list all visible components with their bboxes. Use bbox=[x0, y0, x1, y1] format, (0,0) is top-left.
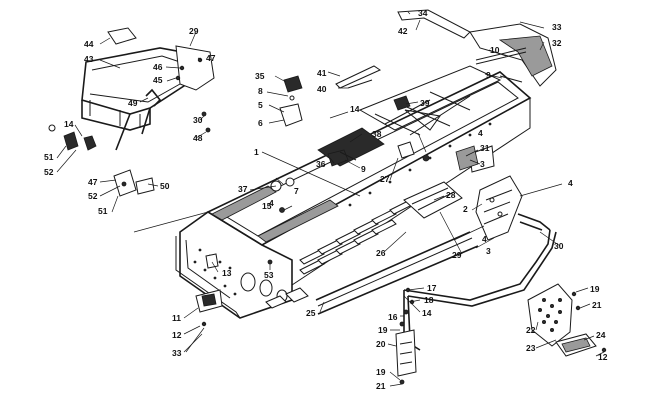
callout-8: 8 bbox=[258, 86, 263, 96]
callout-39: 39 bbox=[420, 98, 430, 108]
callout-51: 51 bbox=[44, 152, 54, 162]
running-board-rail bbox=[315, 231, 479, 315]
callout-6: 6 bbox=[258, 118, 263, 128]
callout-30: 30 bbox=[554, 241, 564, 251]
chassis-tunnel bbox=[175, 65, 532, 319]
callout-26: 26 bbox=[376, 248, 386, 258]
callout-3: 3 bbox=[480, 159, 485, 169]
callout-46: 46 bbox=[153, 62, 163, 72]
callout-19: 19 bbox=[378, 325, 388, 335]
callout-32: 32 bbox=[552, 38, 562, 48]
callout-40: 40 bbox=[317, 84, 327, 94]
callout-43: 43 bbox=[84, 54, 94, 64]
hardware-parts bbox=[48, 57, 607, 385]
callout-30: 30 bbox=[193, 115, 203, 125]
callout-36: 36 bbox=[316, 159, 326, 169]
callout-28: 28 bbox=[446, 190, 456, 200]
callout-49: 49 bbox=[128, 98, 138, 108]
heat-shield bbox=[403, 181, 463, 219]
rear-flap bbox=[397, 9, 557, 87]
callout-15: 15 bbox=[262, 201, 272, 211]
callout-45: 45 bbox=[153, 75, 163, 85]
callout-53: 53 bbox=[264, 270, 274, 280]
callout-12: 12 bbox=[172, 330, 182, 340]
callout-47: 47 bbox=[88, 177, 98, 187]
callout-4: 4 bbox=[568, 178, 573, 188]
callout-12: 12 bbox=[598, 352, 608, 362]
callout-50: 50 bbox=[160, 181, 170, 191]
callout-22: 22 bbox=[526, 325, 536, 335]
callout-20: 20 bbox=[376, 339, 386, 349]
callout-29: 29 bbox=[189, 26, 199, 36]
callout-4: 4 bbox=[478, 128, 483, 138]
callout-9: 9 bbox=[486, 70, 491, 80]
callout-38: 38 bbox=[372, 129, 382, 139]
callout-21: 21 bbox=[376, 381, 386, 391]
callout-29: 29 bbox=[452, 250, 462, 260]
callout-17: 17 bbox=[427, 283, 437, 293]
callout-16: 16 bbox=[388, 312, 398, 322]
callout-14: 14 bbox=[422, 308, 432, 318]
callout-18: 18 bbox=[424, 295, 434, 305]
callout-52: 52 bbox=[44, 167, 54, 177]
callout-47: 47 bbox=[206, 53, 216, 63]
callout-42: 42 bbox=[398, 26, 408, 36]
callout-11: 11 bbox=[172, 313, 181, 323]
callout-19: 19 bbox=[376, 367, 386, 377]
callout-37: 37 bbox=[238, 184, 248, 194]
callout-24: 24 bbox=[596, 330, 606, 340]
callout-48: 48 bbox=[193, 133, 203, 143]
callout-31: 31 bbox=[480, 143, 490, 153]
callout-13: 13 bbox=[222, 268, 232, 278]
callout-1: 1 bbox=[254, 147, 259, 157]
seat-rack bbox=[81, 27, 215, 151]
callout-25: 25 bbox=[306, 308, 316, 318]
callout-34: 34 bbox=[418, 8, 428, 18]
callout-19: 19 bbox=[590, 284, 600, 294]
callout-33: 33 bbox=[172, 348, 182, 358]
callout-52: 52 bbox=[88, 191, 98, 201]
rear-bracket bbox=[422, 145, 523, 241]
callout-44: 44 bbox=[84, 39, 94, 49]
callout-10: 10 bbox=[490, 45, 500, 55]
callout-21: 21 bbox=[592, 300, 602, 310]
callout-4: 4 bbox=[482, 234, 487, 244]
callout-labels: 1 2 3 3 4 4 4 4 5 6 7 8 9 9 10 11 12 12 … bbox=[44, 8, 608, 391]
callout-41: 41 bbox=[317, 68, 327, 78]
leader-lines bbox=[56, 11, 605, 387]
callout-33: 33 bbox=[552, 22, 562, 32]
callout-35: 35 bbox=[255, 71, 265, 81]
callout-14: 14 bbox=[350, 104, 360, 114]
callout-4: 4 bbox=[269, 198, 274, 208]
callout-3: 3 bbox=[486, 246, 491, 256]
callout-14: 14 bbox=[64, 119, 74, 129]
callout-23: 23 bbox=[526, 343, 536, 353]
callout-2: 2 bbox=[463, 204, 468, 214]
callout-7: 7 bbox=[294, 186, 299, 196]
callout-5: 5 bbox=[258, 100, 263, 110]
callout-51: 51 bbox=[98, 206, 108, 216]
callout-9: 9 bbox=[361, 164, 366, 174]
callout-27: 27 bbox=[380, 174, 390, 184]
